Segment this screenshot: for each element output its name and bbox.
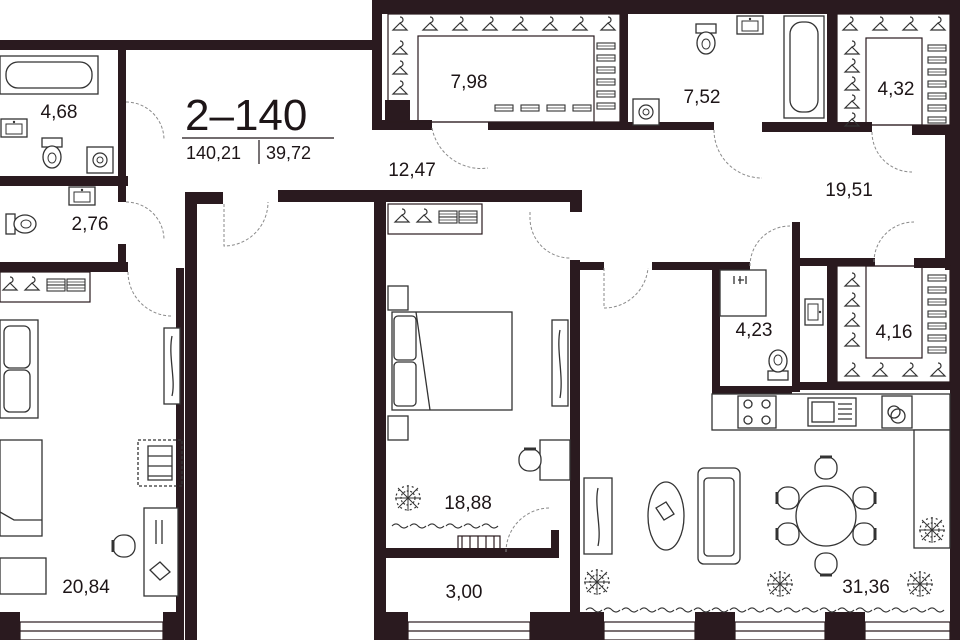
room-area-shower: 4,23 (736, 320, 773, 341)
room-area-hall: 19,51 (825, 180, 873, 201)
windows (19, 535, 951, 640)
room-area-wardrobe-right-top: 4,32 (878, 79, 915, 100)
wardrobe-left (0, 271, 91, 303)
room-area-wardrobe-top: 7,98 (451, 72, 488, 93)
apartment-title-block: 2–140 140,21 39,72 (182, 91, 334, 164)
room-area-wc-left: 2,76 (72, 214, 109, 235)
room-area-bedroom: 18,88 (444, 493, 492, 514)
left-room-furniture (0, 319, 183, 597)
wardrobe-right-bottom (836, 265, 951, 383)
wardrobe-top (387, 13, 621, 123)
bathroom-top (632, 15, 825, 126)
wardrobe-bedroom (387, 203, 483, 235)
room-area-balcony: 3,00 (446, 582, 483, 603)
wardrobe-right-top (836, 13, 951, 127)
room-area-bathroom-top: 7,52 (684, 87, 721, 108)
bedroom-furniture (387, 285, 571, 529)
room-area-bathroom-left: 4,68 (41, 102, 78, 123)
door-swings (125, 101, 915, 553)
living-area: 39,72 (266, 143, 311, 163)
shower-room (719, 269, 824, 381)
bathroom-left (0, 55, 114, 235)
living-furniture (583, 393, 951, 613)
total-area: 140,21 (186, 143, 241, 163)
room-area-wardrobe-right-bottom: 4,16 (876, 322, 913, 343)
room-area-left-room: 20,84 (62, 577, 110, 598)
apartment-code: 2–140 (185, 91, 307, 140)
room-labels: 4,68 2,76 7,98 7,52 4,32 12,47 19,51 4,2… (41, 72, 915, 603)
room-area-living: 31,36 (842, 577, 890, 598)
room-area-corridor: 12,47 (388, 160, 436, 181)
